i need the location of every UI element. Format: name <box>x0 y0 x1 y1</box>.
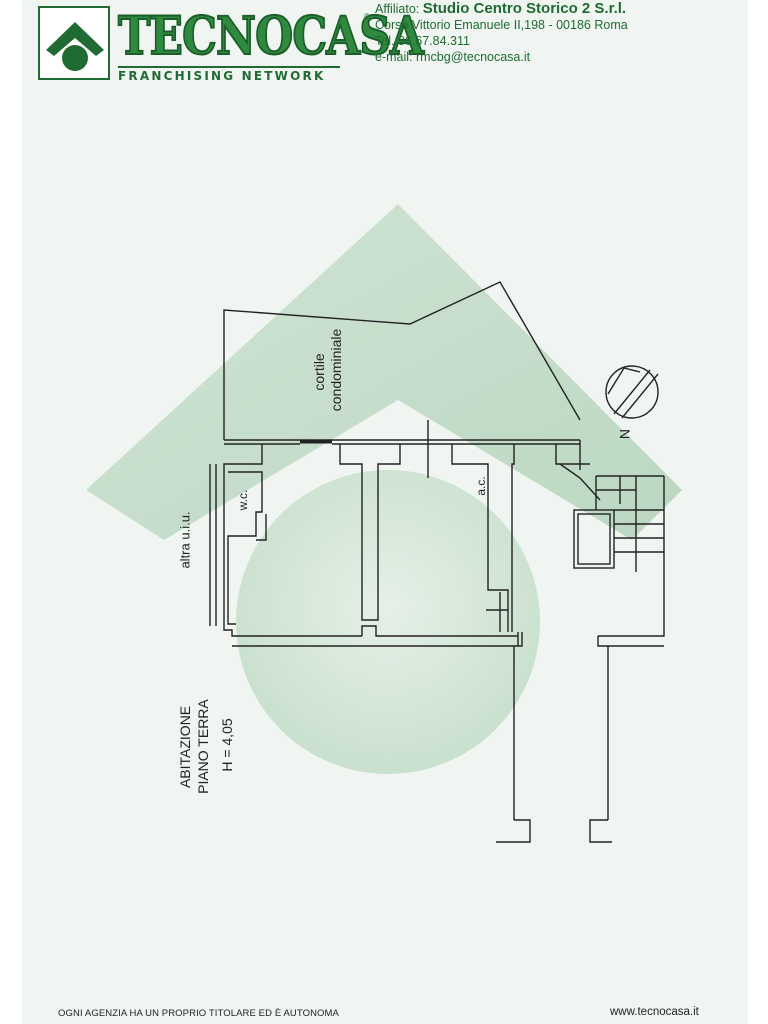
brand-divider <box>118 66 340 68</box>
courtyard-label-line2: condominiale <box>328 329 344 412</box>
caption-height: H = 4,05 <box>219 718 235 772</box>
north-compass <box>605 365 659 419</box>
tecnocasa-logo: TECNOCASA ® FRANCHISING NETWORK <box>38 6 425 83</box>
north-label: N <box>617 429 633 439</box>
courtyard-label-line1: cortile <box>311 353 327 391</box>
plan-walls <box>209 420 665 843</box>
ac-label: a.c. <box>474 476 488 495</box>
courtyard-label: cortile condominiale <box>311 329 344 412</box>
footer-website-link[interactable]: www.tecnocasa.it <box>610 1006 699 1018</box>
brand-name: TECNOCASA <box>117 6 425 67</box>
courtyard-outline <box>223 281 581 440</box>
watermark-circle <box>236 470 540 774</box>
agency-info: Affiliato: Studio Centro Storico 2 S.r.l… <box>375 1 628 65</box>
agency-name: Studio Centro Storico 2 S.r.l. <box>422 0 627 17</box>
watermark-roof <box>86 204 682 540</box>
plan-caption: ABITAZIONE PIANO TERRA H = 4,05 <box>177 696 235 794</box>
affiliate-label: Affiliato: <box>375 2 420 16</box>
registered-mark: ® <box>364 12 370 21</box>
staircase <box>559 463 664 572</box>
wc-label: w.c. <box>236 490 250 512</box>
house-logo-icon <box>38 6 110 80</box>
footer-disclaimer: OGNI AGENZIA HA UN PROPRIO TITOLARE ED È… <box>58 1008 339 1019</box>
agency-phone: Tel. 06.67.84.311 <box>375 34 470 48</box>
caption-line1: ABITAZIONE <box>177 706 193 788</box>
agency-address: Corso Vittorio Emanuele II,198 - 00186 R… <box>375 18 628 32</box>
brand-tagline: FRANCHISING NETWORK <box>118 69 326 83</box>
agency-email[interactable]: e-mail: rmcbg@tecnocasa.it <box>375 50 531 64</box>
caption-line2: PIANO TERRA <box>195 699 211 794</box>
neighbor-label: altra u.i.u. <box>177 511 192 568</box>
agency-affiliate-line: Affiliato: Studio Centro Storico 2 S.r.l… <box>375 1 628 17</box>
